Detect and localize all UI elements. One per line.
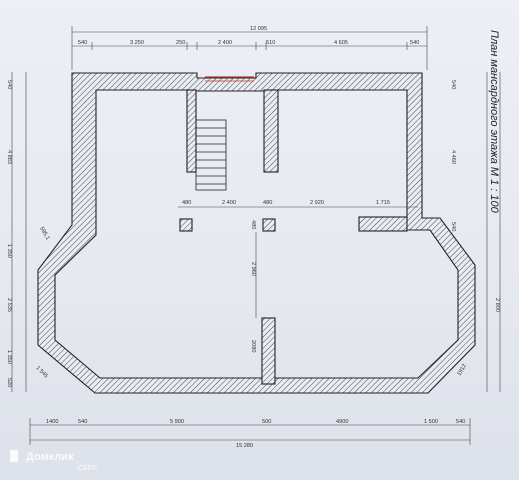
- dim-top-seg-5: 510: [266, 40, 275, 46]
- dim-int-8: 2080: [250, 340, 256, 352]
- staircase: [195, 119, 227, 191]
- dim-left-6: 1 350: [6, 350, 12, 364]
- dim-bottom-seg-2: 540: [78, 419, 87, 425]
- dim-right-5: 1912: [457, 363, 468, 377]
- dim-top-seg-2: 3 250: [130, 40, 144, 46]
- dim-bottom-total: 15 280: [236, 443, 253, 449]
- dim-bottom-seg-3: 5 900: [170, 419, 184, 425]
- dim-left-7: 520: [6, 378, 12, 387]
- dim-left-3: 595,1: [38, 226, 50, 241]
- dim-top-seg-4: 2 400: [218, 40, 232, 46]
- column-right: [262, 218, 276, 232]
- dim-int-2: 2 400: [222, 200, 236, 206]
- house-logo-icon: [10, 450, 18, 462]
- dim-left-1: 540: [6, 80, 12, 89]
- dim-left-8: 1 545: [35, 365, 49, 379]
- dim-right-1: 540: [450, 80, 456, 89]
- watermark-brand: Домклик: [26, 451, 74, 463]
- dim-top-total: 12 095: [250, 26, 267, 32]
- dim-right-4: 2 800: [494, 298, 500, 312]
- dim-bottom-seg-6: 1 500: [424, 419, 438, 425]
- dim-bottom-seg-5: 4900: [336, 419, 348, 425]
- dim-right-2: 4 460: [450, 150, 456, 164]
- dim-top-seg-6: 4 605: [334, 40, 348, 46]
- dim-int-7: 2 960: [250, 262, 256, 276]
- dim-left-2: 4 883: [6, 150, 12, 164]
- dim-top-seg-7: 540: [410, 40, 419, 46]
- watermark-sub: СБЕР: [78, 465, 97, 472]
- plan-title: План мансардного этажа М 1 : 100: [488, 30, 500, 214]
- dim-bottom-seg-1: 1400: [46, 419, 58, 425]
- dim-bottom-seg-4: 500: [262, 419, 271, 425]
- dim-bottom-seg-7: 540: [456, 419, 465, 425]
- interior-wall-right: [358, 216, 408, 232]
- dim-top-seg-1: 540: [78, 40, 87, 46]
- dim-int-3: 480: [263, 200, 272, 206]
- dim-int-4: 2 920: [310, 200, 324, 206]
- dim-left-5: 2 535: [6, 298, 12, 312]
- column-left: [179, 218, 193, 232]
- stair-wall-left: [186, 89, 197, 173]
- dim-int-6: 480: [250, 220, 256, 229]
- stair-wall-right: [263, 89, 279, 173]
- watermark: Домклик СБЕР: [10, 450, 97, 472]
- dim-top-seg-3: 250: [176, 40, 185, 46]
- dim-int-5: 1 715: [376, 200, 390, 206]
- dim-right-3: 540: [450, 222, 456, 231]
- interior-wall-bottom: [261, 317, 276, 385]
- dim-int-1: 480: [182, 200, 191, 206]
- dim-left-4: 1 350: [6, 244, 12, 258]
- dimension-lines: [11, 26, 501, 445]
